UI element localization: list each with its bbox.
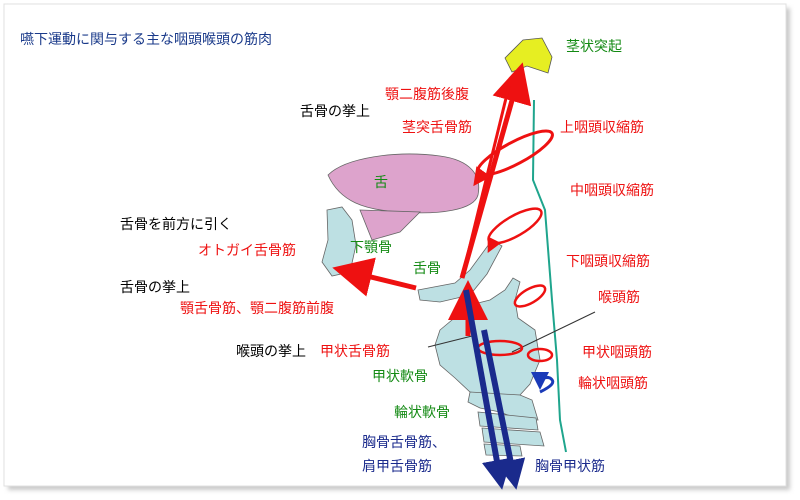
label-larynx-raise: 喉頭の挙上 <box>236 344 306 360</box>
geniohyoid-arrow <box>332 257 417 297</box>
sternohyoid-omohyoid-arrow <box>463 289 512 490</box>
label-hyoid-forward: 舌骨を前方に引く <box>120 217 232 233</box>
superior-constrictor-ring <box>473 129 554 187</box>
label-thyropharyngeus: 甲状咽頭筋 <box>582 345 652 361</box>
label-sternothyroid: 胸骨甲状筋 <box>535 459 605 475</box>
label-hyoid-raise-1: 舌骨の挙上 <box>300 104 370 120</box>
label-stylohyoid: 茎突舌骨筋 <box>402 120 472 136</box>
tracheal-ring-3 <box>483 443 523 457</box>
label-sup-constrictor: 上咽頭収縮筋 <box>560 120 644 136</box>
label-tongue: 舌 <box>374 175 388 191</box>
thyropharyngeus-ring <box>526 347 554 363</box>
label-geniohyoid: オトガイ舌骨筋 <box>198 243 296 259</box>
middle-constrictor-ring <box>487 207 543 254</box>
tongue-shape <box>327 153 480 214</box>
label-cricopharyngeus: 輪状咽頭筋 <box>578 376 648 392</box>
tracheal-ring-2 <box>481 427 545 447</box>
label-inf-constrictor: 下咽頭収縮筋 <box>566 254 650 270</box>
label-hyoid-bone: 舌骨 <box>413 261 441 277</box>
styloid-process-shape <box>504 37 553 74</box>
inferior-constrictor-ring <box>513 284 547 308</box>
label-post-digastric: 顎二腹筋後腹 <box>385 87 469 103</box>
cricopharyngeus-arrow <box>531 371 555 394</box>
pharynx-wall-line <box>531 99 567 453</box>
tongue-base-shape <box>359 209 421 241</box>
label-mandible: 下顎骨 <box>350 240 392 256</box>
larynx-muscle-leader-line <box>511 311 596 353</box>
label-thyrohyoid: 甲状舌骨筋 <box>320 344 390 360</box>
label-hyoid-raise-2: 舌骨の挙上 <box>120 280 190 296</box>
label-mylohyoid-ant-digastric: 顎舌骨筋、顎二腹筋前腹 <box>180 301 334 317</box>
label-thyroid-cartilage: 甲状軟骨 <box>372 369 428 385</box>
label-sternohyoid-line2: 肩甲舌骨筋 <box>362 459 432 475</box>
label-larynx-muscle: 喉頭筋 <box>598 290 640 306</box>
label-cricoid-cartilage: 輪状軟骨 <box>394 405 450 421</box>
label-styloid: 茎状突起 <box>566 39 622 55</box>
label-mid-constrictor: 中咽頭収縮筋 <box>570 183 654 199</box>
larynx-leader-line <box>427 335 473 348</box>
sternothyroid-arrow <box>481 329 526 490</box>
label-sternohyoid-line1: 胸骨舌骨筋、 <box>362 435 446 451</box>
page-title: 嚥下運動に関与する主な咽頭喉頭の筋肉 <box>20 32 272 48</box>
